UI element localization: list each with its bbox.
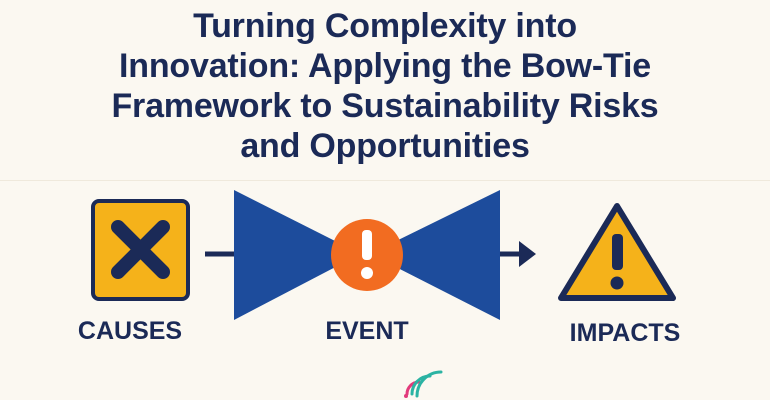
bow-tie-left-wing <box>234 190 345 320</box>
event-label: EVENT <box>325 317 409 345</box>
title-line-2: Innovation: Applying the Bow-Tie <box>119 47 651 85</box>
title-band <box>0 0 770 180</box>
bow-tie-right-wing <box>386 190 500 320</box>
section-divider <box>0 180 770 181</box>
impacts-label: IMPACTS <box>569 319 681 347</box>
bow-tie-shape <box>234 190 500 320</box>
title-line-3: Framework to Sustainability Risks <box>111 87 659 125</box>
warning-triangle-icon <box>558 203 676 301</box>
arrowhead-icon <box>519 241 536 267</box>
x-mark-icon <box>91 199 190 301</box>
page-title: Turning Complexity into Innovation: Appl… <box>40 6 730 166</box>
title-line-1: Turning Complexity into <box>193 7 577 45</box>
title-line-4: and Opportunities <box>240 127 530 165</box>
exclamation-icon <box>331 219 403 291</box>
signal-wave-logo-icon <box>404 370 443 398</box>
causes-label: CAUSES <box>77 317 183 345</box>
